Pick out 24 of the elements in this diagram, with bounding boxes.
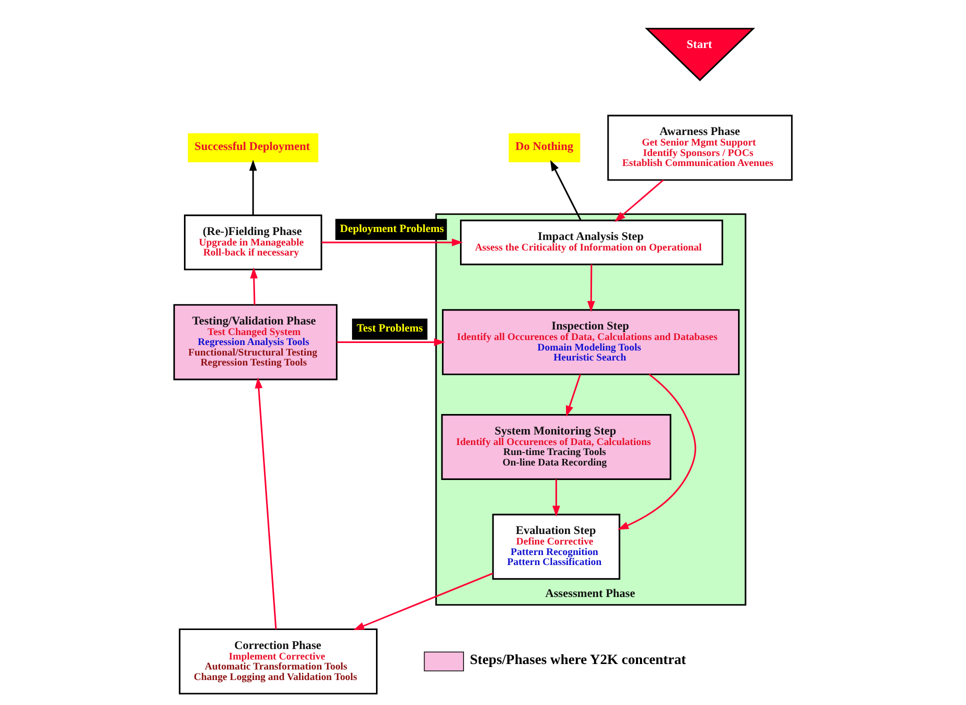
node-box: Awarness Phase Get Senior Mgmt Support Identify Sponsors / POCs Establish Communication Avenues xyxy=(607,114,793,181)
arrow xyxy=(587,264,595,312)
node-box: System Monitoring Step Identify all Occurences of Data, Calculations Run-time Tracing Tools On-line Data Recording xyxy=(441,414,672,480)
edge-label: Test Problems xyxy=(356,322,423,335)
arrow xyxy=(322,238,463,246)
node-box: Do Nothing xyxy=(508,133,580,162)
arrow xyxy=(336,338,446,346)
arrow xyxy=(249,160,257,215)
node-box: Testing/Validation Phase Test Changed System Regression Analysis Tools Functional/Structural Testing Regression Testing Tools xyxy=(173,304,338,380)
node-box: Successful Deployment xyxy=(188,133,318,162)
arrow xyxy=(552,479,560,517)
arrow xyxy=(566,374,581,417)
node-box: Inspection Step Identify all Occurences of Data, Calculations and Databases Domain Modeling Tools Heuristic Search xyxy=(442,309,740,376)
arrow xyxy=(353,572,494,630)
arrow xyxy=(254,377,277,630)
node-box: Impact Analysis Step Assess the Criticality of Information on Operational xyxy=(460,220,724,266)
arrow xyxy=(250,267,258,305)
legend-label: Steps/Phases where Y2K concentrat xyxy=(470,652,686,668)
node-box: (Re-)Fielding Phase Upgrade in Manageable Roll-back if necessary xyxy=(184,214,322,270)
arrow xyxy=(614,179,664,222)
node-box: Evaluation Step Define Corrective Pattern Recognition Pattern Classification xyxy=(492,514,620,580)
node-box: Correction Phase Implement Corrective Automatic Transformation Tools Change Logging and Validation Tools xyxy=(178,628,378,694)
arrow xyxy=(618,374,696,530)
arrow xyxy=(550,160,582,220)
